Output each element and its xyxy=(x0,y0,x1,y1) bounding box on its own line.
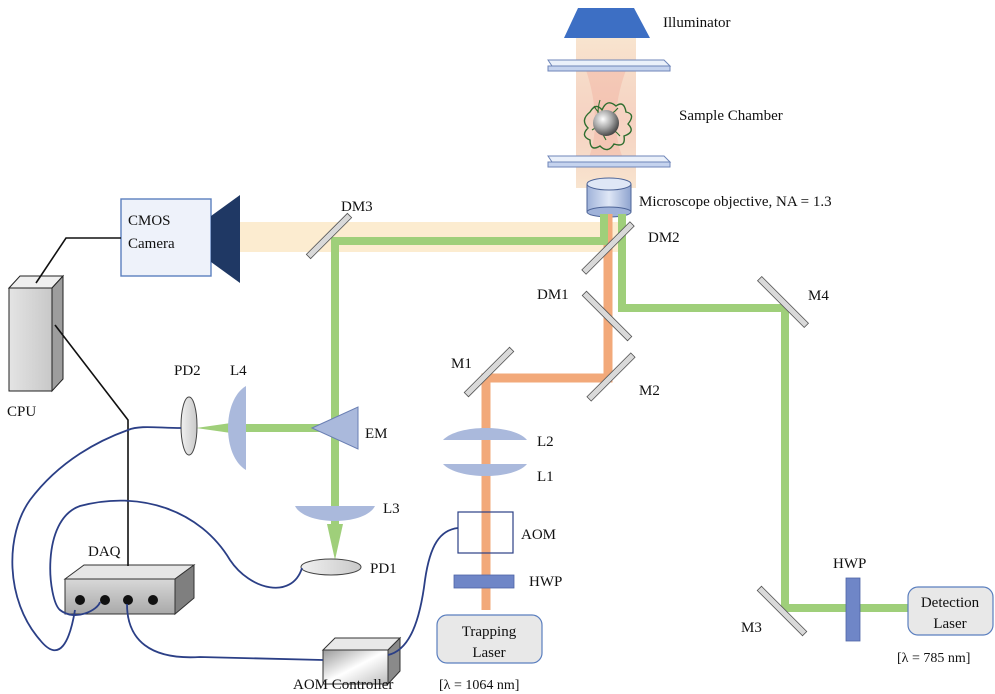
m2-mirror xyxy=(586,352,636,402)
m1-mirror xyxy=(463,346,515,398)
trapping-laser-label-line2: Laser xyxy=(472,645,505,661)
daq-port-3-icon xyxy=(123,595,133,605)
cpu-icon xyxy=(7,274,65,393)
daq-port-4-icon xyxy=(148,595,158,605)
camera-label-line2: Camera xyxy=(128,236,175,252)
aom-label: AOM xyxy=(521,527,556,543)
daq-to-aom-controller-cable xyxy=(126,603,324,661)
pd1-photodiode-icon xyxy=(300,558,362,576)
camera-label-line1: CMOS xyxy=(128,213,171,229)
illuminator-icon xyxy=(564,8,650,38)
aom-icon xyxy=(457,511,514,554)
sample-chamber-label: Sample Chamber xyxy=(679,108,783,124)
m4-label: M4 xyxy=(808,288,829,304)
hwp-trap-plate xyxy=(453,574,515,589)
detection-laser-label-line2: Laser xyxy=(933,616,966,632)
cmos-camera-box xyxy=(120,198,212,277)
l3-lens-icon xyxy=(295,506,375,521)
cpu-to-daq-wire xyxy=(54,324,129,566)
sample-chamber-bottom-slide xyxy=(547,155,672,168)
sample-chamber-top-slide xyxy=(547,59,672,72)
trapping-laser-box xyxy=(436,614,543,664)
l3-label: L3 xyxy=(383,501,400,517)
aom-controller-icon xyxy=(321,636,402,686)
hwp-detect-plate xyxy=(845,577,861,642)
pd1-focus-cone xyxy=(327,524,343,560)
daq-box-icon xyxy=(63,564,196,616)
dm1-mirror xyxy=(581,290,633,342)
pd2-photodiode-icon xyxy=(180,396,198,456)
trapping-laser-label-line1: Trapping xyxy=(462,624,517,640)
pd2-label: PD2 xyxy=(174,363,201,379)
microscope-objective-icon xyxy=(586,177,632,218)
illuminator-label: Illuminator xyxy=(663,15,731,31)
em-prism-icon xyxy=(310,406,359,450)
pd2-cable xyxy=(11,426,182,652)
daq-port-2-icon xyxy=(100,595,110,605)
detection-laser-label-line1: Detection xyxy=(921,595,980,611)
hwp-detect-label: HWP xyxy=(833,556,866,572)
m2-label: M2 xyxy=(639,383,660,399)
daq-port-1-icon xyxy=(75,595,85,605)
l4-label: L4 xyxy=(230,363,247,379)
aom-controller-to-aom-cable xyxy=(387,527,459,656)
l2-lens-icon xyxy=(443,428,527,440)
pd1-label: PD1 xyxy=(370,561,397,577)
l4-lens-body xyxy=(228,386,246,470)
m3-mirror xyxy=(756,585,808,637)
dm3-mirror xyxy=(305,212,353,260)
m4-mirror xyxy=(756,275,810,329)
em-label: EM xyxy=(365,426,388,442)
trapping-wavelength-label: [λ = 1064 nm] xyxy=(439,678,519,693)
daq-label: DAQ xyxy=(88,544,121,560)
m1-label: M1 xyxy=(451,356,472,372)
camera-to-cpu-wire xyxy=(35,237,121,284)
l1-label: L1 xyxy=(537,469,554,485)
cpu-label: CPU xyxy=(7,404,36,420)
detection-wavelength-label: [λ = 785 nm] xyxy=(897,651,970,666)
hwp-trap-label: HWP xyxy=(529,574,562,590)
objective-label: Microscope objective, NA = 1.3 xyxy=(639,194,832,210)
dm2-mirror xyxy=(581,221,635,275)
detection-laser-box xyxy=(907,586,994,636)
pd2-focus-cone xyxy=(196,422,238,434)
m3-label: M3 xyxy=(741,620,762,636)
aom-controller-label: AOM Controller xyxy=(293,677,393,693)
dm1-label: DM1 xyxy=(537,287,569,303)
pd1-cable xyxy=(49,499,303,616)
l2-label: L2 xyxy=(537,434,554,450)
dm2-label: DM2 xyxy=(648,230,680,246)
l1-lens-icon xyxy=(443,464,527,476)
trapped-bead-icon xyxy=(583,99,633,151)
camera-sensor-icon xyxy=(211,195,240,283)
detection-beam xyxy=(238,214,912,612)
trapping-beam xyxy=(481,214,613,610)
dm3-label: DM3 xyxy=(341,199,373,215)
